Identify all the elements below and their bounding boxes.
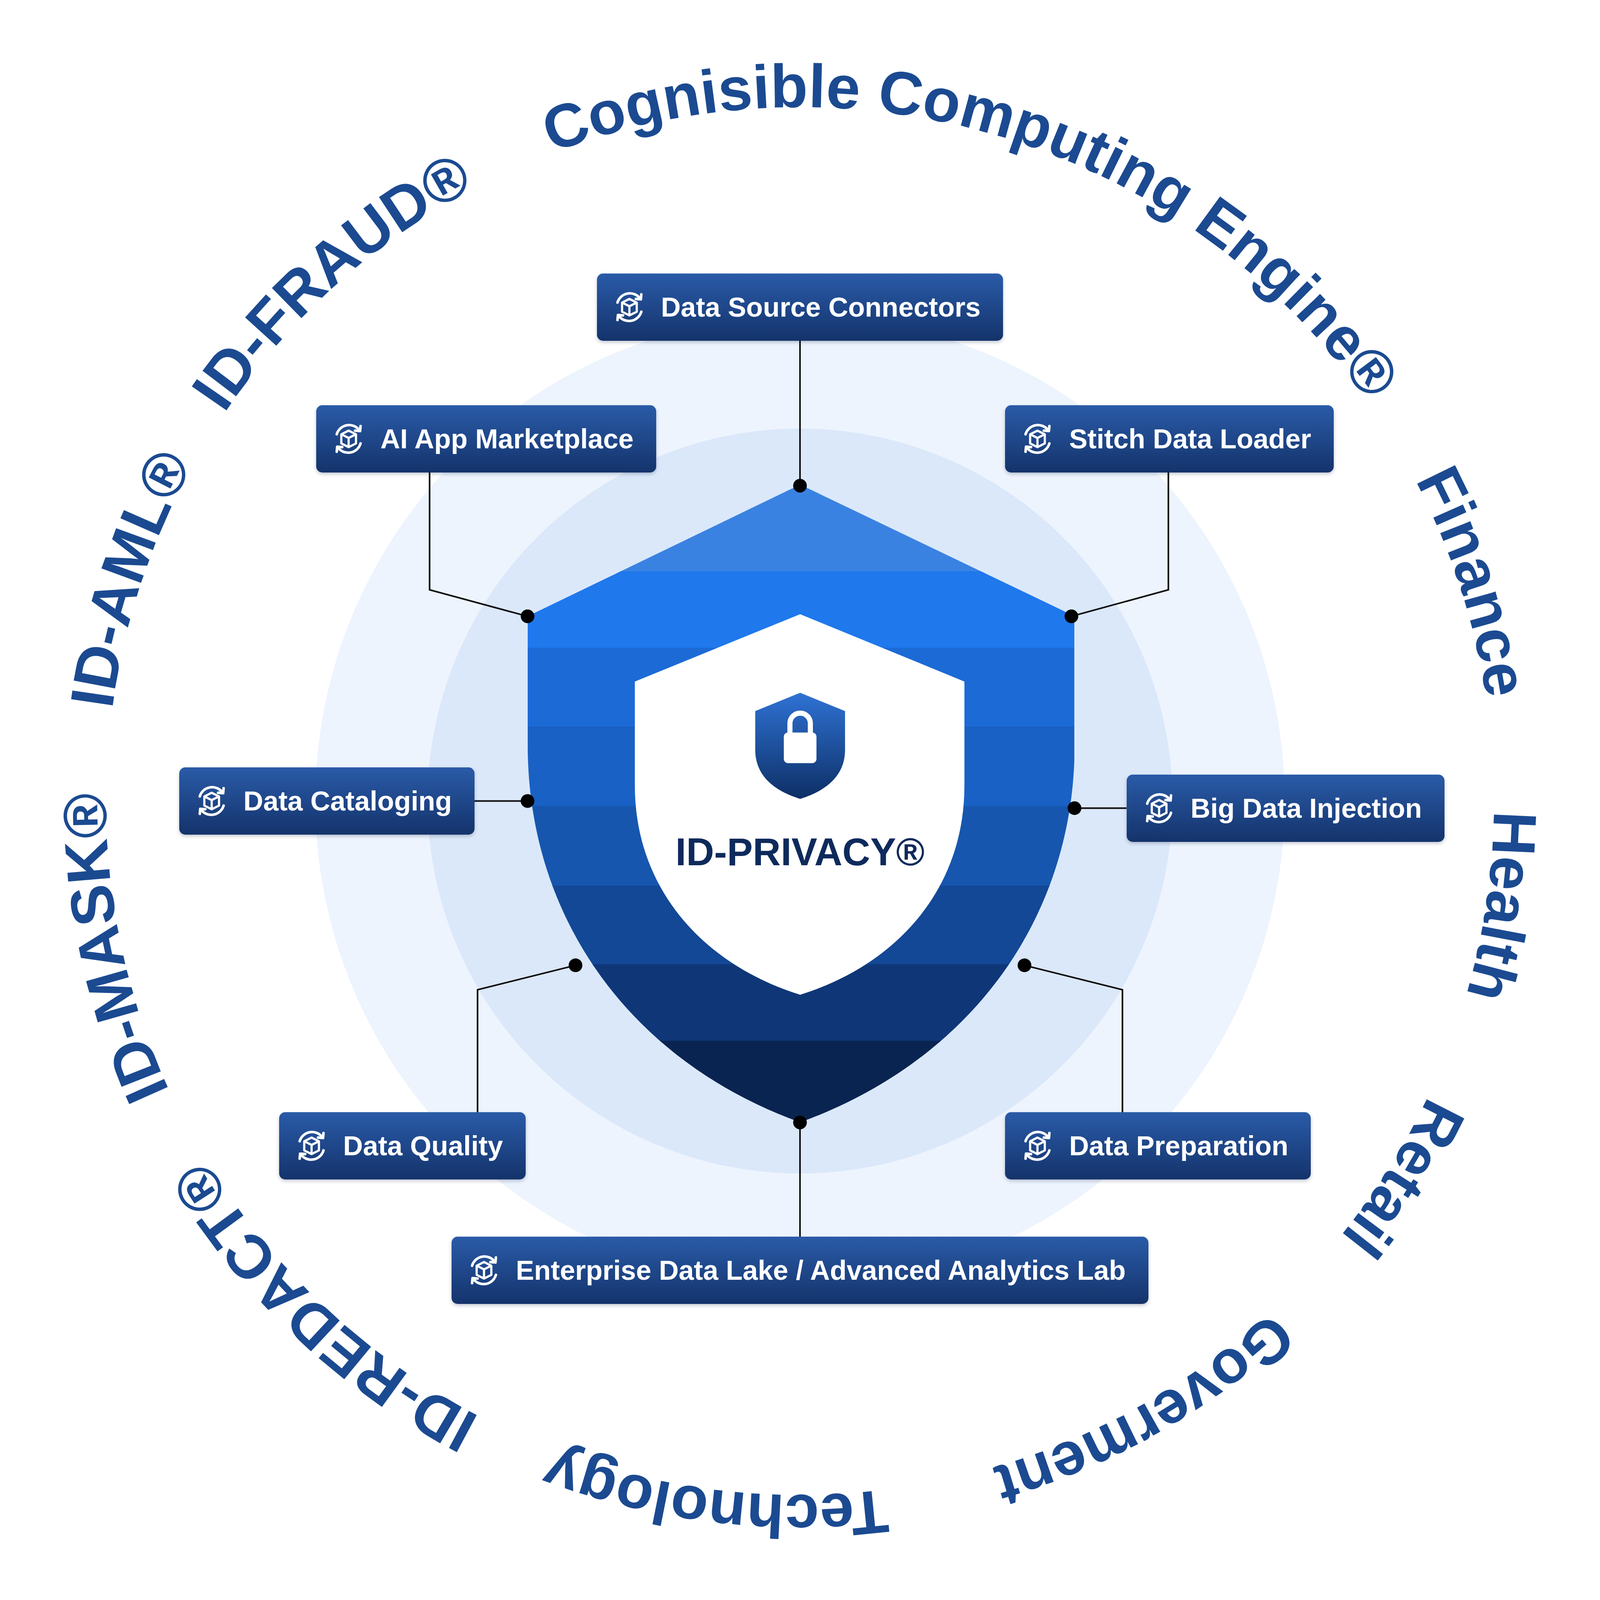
module-box: Data Preparation xyxy=(1005,1112,1311,1180)
connector-line xyxy=(1024,965,1123,1113)
joint-dot xyxy=(568,958,583,973)
joint-dot xyxy=(1064,609,1079,624)
module-icon xyxy=(1140,789,1178,827)
connector-line xyxy=(477,965,576,1113)
shield-node: ID-PRIVACY® xyxy=(527,484,1075,1123)
module-icon xyxy=(1019,1127,1056,1165)
joint-dot xyxy=(520,609,535,624)
connector-line xyxy=(1074,807,1127,809)
ring-label: Technology xyxy=(533,1437,892,1551)
connector-line xyxy=(799,340,801,486)
module-icon xyxy=(293,1127,330,1165)
ring-label: Health xyxy=(1454,810,1550,1010)
module-label: Data Preparation xyxy=(1069,1130,1289,1161)
connector-line xyxy=(429,472,528,617)
joint-dot xyxy=(793,478,807,493)
ring-label: ID-FRAUD® xyxy=(178,139,482,421)
ring-label: Cognisible Computing Engine® xyxy=(533,51,1413,411)
inner-halo xyxy=(427,428,1173,1174)
module-box: Data Quality xyxy=(279,1112,526,1180)
joint-dot xyxy=(520,793,535,808)
module-box: Enterprise Data Lake / Advanced Analytic… xyxy=(451,1236,1149,1304)
module-box: Stitch Data Loader xyxy=(1005,405,1334,473)
connector-line xyxy=(1071,472,1169,617)
module-icon xyxy=(330,420,367,458)
module-label: Enterprise Data Lake / Advanced Analytic… xyxy=(515,1255,1126,1286)
joint-dot xyxy=(1067,801,1082,815)
module-box: Data Cataloging xyxy=(179,767,475,835)
connector-line xyxy=(799,1122,801,1237)
connector-line xyxy=(474,800,528,802)
module-icon xyxy=(465,1251,503,1289)
module-label: Data Source Connectors xyxy=(661,292,981,323)
module-label: Stitch Data Loader xyxy=(1069,423,1312,454)
module-label: AI App Marketplace xyxy=(380,423,634,454)
module-label: Data Cataloging xyxy=(243,785,452,817)
ring-label: ID-AML® xyxy=(57,439,205,712)
ring-label: ID-REDACT® xyxy=(158,1152,487,1466)
shield-title: ID-PRIVACY® xyxy=(675,830,925,874)
module-icon xyxy=(611,288,648,326)
module-icon xyxy=(1019,420,1056,458)
module-label: Data Quality xyxy=(343,1130,504,1161)
module-box: AI App Marketplace xyxy=(316,405,657,473)
ring-label: Finance xyxy=(1403,455,1542,702)
shield-outline xyxy=(527,484,1075,1123)
joint-dot xyxy=(1017,958,1032,973)
ring-label: Retail xyxy=(1330,1090,1479,1272)
ring-label: Goverment xyxy=(988,1301,1308,1522)
module-icon xyxy=(193,782,231,820)
ring-label: ID-MASK® xyxy=(50,792,182,1114)
module-box: Big Data Injection xyxy=(1126,774,1445,842)
joint-dot xyxy=(793,1115,807,1130)
module-label: Big Data Injection xyxy=(1190,793,1422,824)
module-box: Data Source Connectors xyxy=(596,273,1004,341)
